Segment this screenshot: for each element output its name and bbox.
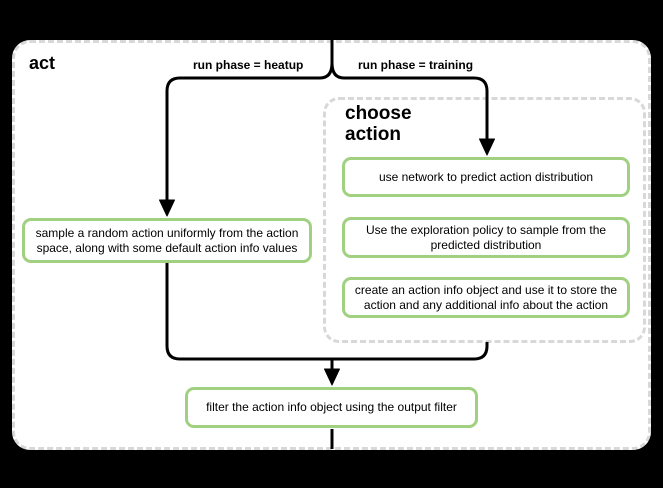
node-text-line: action and any additional info about the…	[363, 297, 609, 312]
node-text-line: filter the action info object using the …	[206, 400, 457, 414]
choose-action-title-line2: action	[345, 124, 401, 145]
edge-label-heatup: run phase = heatup	[193, 58, 304, 72]
choose-action-title: choose action	[345, 103, 455, 145]
node-create-action-info: create an action info object and use it …	[342, 277, 630, 318]
node-text-line: use network to predict action distributi…	[378, 169, 594, 184]
node-text-line: space, along with some default action in…	[36, 240, 298, 255]
node-text-line: predicted distribution	[430, 237, 542, 252]
node-filter-action-info: filter the action info object using the …	[185, 387, 478, 428]
node-exploration-policy-sample: Use the exploration policy to sample fro…	[342, 217, 630, 258]
node-text-line: Use the exploration policy to sample fro…	[365, 222, 607, 237]
node-sample-random-action: sample a random action uniformly from th…	[22, 218, 312, 263]
node-predict-action-distribution: use network to predict action distributi…	[342, 157, 630, 197]
act-title: act	[29, 53, 56, 73]
node-text-line: create an action info object and use it …	[354, 282, 618, 297]
choose-action-title-line1: choose	[345, 103, 412, 124]
edge-label-training: run phase = training	[358, 58, 474, 72]
node-text-line: sample a random action uniformly from th…	[35, 225, 299, 240]
